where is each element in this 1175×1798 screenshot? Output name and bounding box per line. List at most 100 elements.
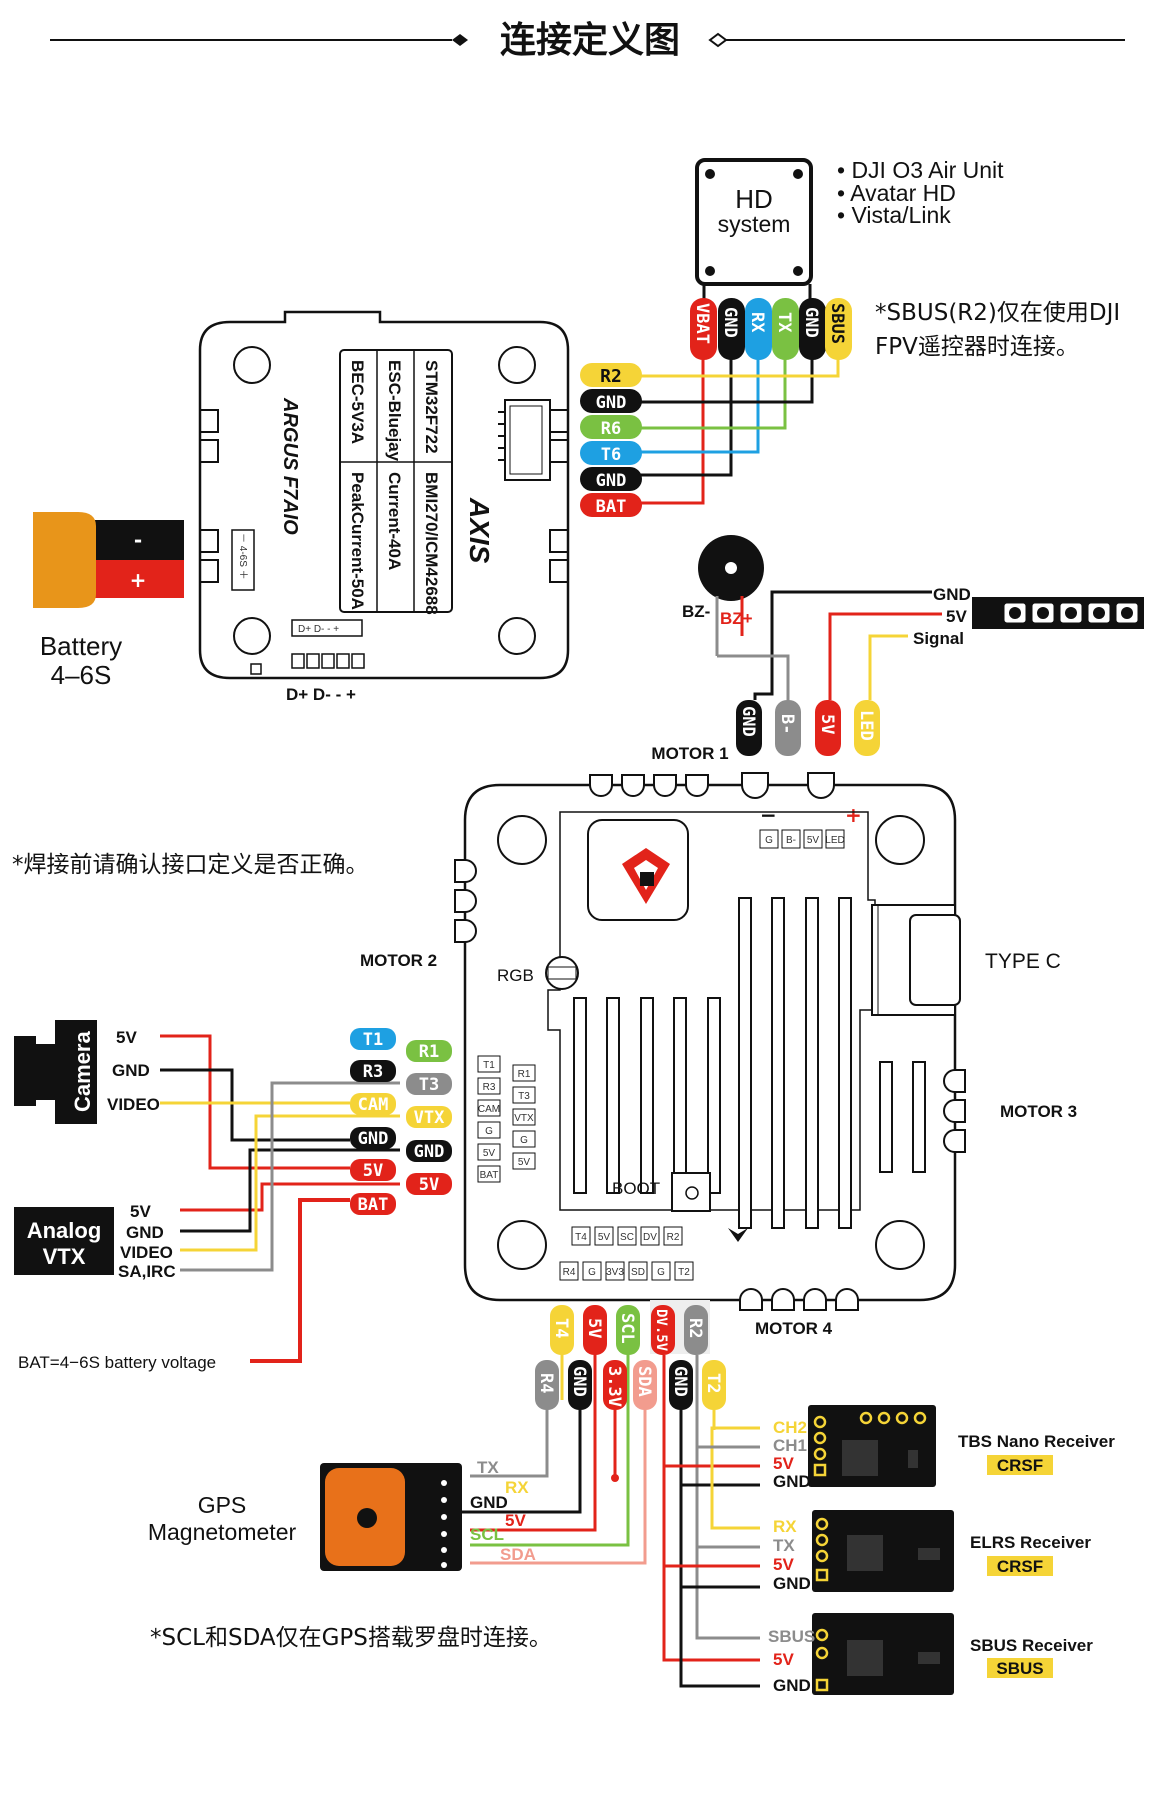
board-top-pads: G B- 5V LED bbox=[759, 829, 845, 849]
gps-pin-5v: 5V bbox=[505, 1511, 526, 1530]
hd-pin-rx: RX bbox=[747, 312, 767, 333]
lp-gnd: GND bbox=[358, 1129, 389, 1149]
pad-gnd-b: GND bbox=[596, 471, 627, 491]
page-title: 连接定义图 bbox=[500, 20, 680, 61]
sbus-pin-sbus: SBUS bbox=[768, 1627, 815, 1646]
board-left-pads-b: R1 T3 VTX G 5V bbox=[512, 1064, 536, 1170]
hd-bullet-2: • Avatar HD bbox=[837, 180, 956, 206]
bbp-g: G bbox=[588, 1267, 596, 1278]
lp-vtx: VTX bbox=[414, 1108, 445, 1128]
left-pads-col1: T1 R3 CAM GND 5V BAT bbox=[350, 1028, 396, 1215]
blp-5v2: 5V bbox=[518, 1157, 531, 1168]
bottom-pads-row2: R4 GND 3.3V SDA GND T2 bbox=[535, 1360, 726, 1410]
led-strip: GND 5V Signal bbox=[913, 585, 1144, 648]
btp-led: LED bbox=[825, 835, 844, 846]
cam-vtx-wires bbox=[160, 1034, 400, 1363]
gps-note: *SCL和SDA仅在GPS搭载罗盘时连接。 bbox=[150, 1625, 552, 1651]
btp-5v: 5V bbox=[807, 835, 820, 846]
bbp-t4: T4 bbox=[575, 1232, 587, 1243]
lp-t3: T3 bbox=[419, 1075, 439, 1095]
lp-bat: BAT bbox=[358, 1195, 389, 1215]
bbp-sd: SD bbox=[631, 1267, 645, 1278]
battery-label-2: 4–6S bbox=[51, 660, 112, 690]
bp-scl: SCL bbox=[617, 1313, 637, 1344]
tbs-pin-ch1: CH1 bbox=[773, 1436, 807, 1455]
hd-pin-gnd1: GND bbox=[720, 307, 740, 338]
top-connector: GND B- 5V LED bbox=[736, 700, 880, 756]
blp-cam: CAM bbox=[478, 1104, 500, 1115]
hd-box-line2: system bbox=[718, 211, 791, 237]
camera: Camera 5V GND VIDEO bbox=[14, 1020, 160, 1124]
gps-name-2: Magnetometer bbox=[148, 1519, 297, 1545]
gps-module: GPS Magnetometer TX RX GND 5V SCL SDA *S… bbox=[148, 1458, 552, 1651]
sbus-pin-5v: 5V bbox=[773, 1650, 794, 1669]
fc-board: MOTOR 1 − + G B- 5V LED bbox=[360, 744, 1077, 1338]
typec-label: TYPE C bbox=[985, 950, 1061, 973]
blp-bat: BAT bbox=[480, 1170, 499, 1181]
bp-gnd: GND bbox=[569, 1366, 589, 1397]
blp-5v: 5V bbox=[483, 1148, 496, 1159]
hd-box-line1: HD bbox=[735, 184, 773, 214]
battery-plus: + bbox=[130, 568, 147, 592]
hd-bullet-3: • Vista/Link bbox=[837, 202, 951, 228]
bbp-3v3: 3V3 bbox=[606, 1267, 624, 1278]
bp-5v: 5V bbox=[584, 1318, 604, 1338]
bbp-t2: T2 bbox=[678, 1267, 690, 1278]
esc-side-label: － 4-6S ＋ bbox=[237, 533, 248, 580]
elrs-pin-tx: TX bbox=[773, 1536, 795, 1555]
typec-connector bbox=[871, 904, 961, 1016]
rgb-label: RGB bbox=[497, 966, 534, 985]
led-gnd: GND bbox=[933, 585, 971, 604]
analog-vtx: Analog VTX 5V GND VIDEO SA,IRC bbox=[14, 1202, 176, 1281]
bottom-wires bbox=[460, 1355, 760, 1688]
bbp-r2: R2 bbox=[667, 1232, 680, 1243]
spec-1a: STM32F722 bbox=[422, 360, 441, 454]
hd-pin-vbat: VBAT bbox=[692, 303, 712, 344]
vtx-name-1: Analog bbox=[27, 1218, 102, 1243]
tc-gnd: GND bbox=[738, 706, 758, 737]
blp-r3: R3 bbox=[483, 1082, 496, 1093]
bottom-pads-row1: T4 5V SCL DV.5V R2 bbox=[550, 1300, 710, 1355]
buzzer-minus: BZ- bbox=[682, 602, 710, 621]
pad-bat: BAT bbox=[596, 497, 627, 517]
spec-1b: BMI270/ICM42688 bbox=[422, 472, 441, 615]
elrs-name: ELRS Receiver bbox=[970, 1533, 1091, 1552]
gps-pin-rx: RX bbox=[505, 1478, 529, 1497]
lp-r3: R3 bbox=[363, 1062, 383, 1082]
motor2-label: MOTOR 2 bbox=[360, 951, 437, 970]
bbp-g2: G bbox=[657, 1267, 665, 1278]
board-left-pads-a: T1 R3 CAM G 5V BAT bbox=[477, 1055, 501, 1183]
hd-note-line1: *SBUS(R2)仅在使用DJI bbox=[875, 300, 1120, 326]
blp-g2: G bbox=[520, 1135, 528, 1146]
board-minus: − bbox=[760, 803, 777, 827]
blp-t1: T1 bbox=[483, 1060, 495, 1071]
pad-r2: R2 bbox=[600, 366, 622, 387]
axis-logo: AXIS bbox=[464, 497, 495, 564]
hd-pins: VBAT GND RX TX GND SBUS bbox=[690, 298, 852, 360]
sbus-pin-gnd: GND bbox=[773, 1676, 811, 1695]
receiver-tbs: CH2 CH1 5V GND TBS Nano Receiver CRSF bbox=[773, 1405, 1115, 1491]
bp-gnd2: GND bbox=[670, 1366, 690, 1397]
bbp-sc: SC bbox=[620, 1232, 634, 1243]
receiver-sbus: SBUS 5V GND SBUS Receiver SBUS bbox=[768, 1613, 1093, 1695]
hd-bullets: • DJI O3 Air Unit • Avatar HD • Vista/Li… bbox=[837, 157, 1120, 360]
spec-3b: PeakCurrent-50A bbox=[348, 472, 367, 610]
bp-dv5v: DV.5V bbox=[653, 1309, 669, 1352]
gps-pin-scl: SCL bbox=[470, 1525, 504, 1544]
esc-board: STM32F722 BMI270/ICM42688 ESC-Bluejay Cu… bbox=[198, 310, 570, 704]
lp-t1: T1 bbox=[363, 1030, 383, 1050]
spec-2b: Current-40A bbox=[385, 472, 404, 570]
hd-bullet-1: • DJI O3 Air Unit bbox=[837, 157, 1004, 183]
buzzer-plus: BZ+ bbox=[720, 609, 753, 628]
tc-led: LED bbox=[856, 710, 876, 741]
gps-name-1: GPS bbox=[198, 1492, 247, 1518]
tbs-pin-ch2: CH2 bbox=[773, 1418, 807, 1437]
bbp-5v: 5V bbox=[598, 1232, 611, 1243]
tbs-pin-gnd: GND bbox=[773, 1472, 811, 1491]
battery-minus: - bbox=[134, 528, 142, 552]
buzzer: BZ- BZ+ bbox=[682, 535, 764, 656]
blp-t3: T3 bbox=[518, 1091, 530, 1102]
btp-g: G bbox=[765, 835, 773, 846]
led-signal: Signal bbox=[913, 629, 964, 648]
bp-t2: T2 bbox=[703, 1373, 723, 1393]
